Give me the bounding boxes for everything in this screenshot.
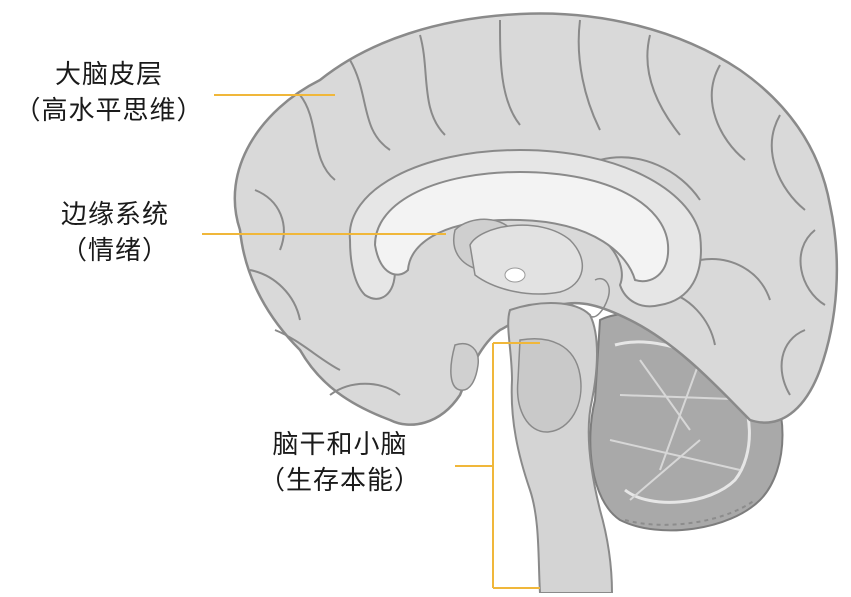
brainstem-label-subtitle: （生存本能） bbox=[258, 466, 421, 496]
brainstem-label-title: 脑干和小脑 bbox=[272, 430, 408, 460]
cortex-label-subtitle: （高水平思维） bbox=[14, 96, 204, 126]
cortex-label-title: 大脑皮层 bbox=[54, 60, 163, 90]
brainstem bbox=[507, 278, 614, 594]
limbic-label-subtitle: （情绪） bbox=[60, 236, 169, 266]
brainstem-label: 脑干和小脑 （生存本能） bbox=[240, 427, 440, 499]
limbic-label: 边缘系统 （情绪） bbox=[30, 197, 200, 269]
limbic-label-title: 边缘系统 bbox=[60, 200, 169, 230]
cerebrum bbox=[233, 12, 839, 426]
cortex-label: 大脑皮层 （高水平思维） bbox=[4, 57, 214, 129]
leader-lines bbox=[202, 94, 540, 589]
brainstem-leader-line bbox=[455, 342, 540, 589]
